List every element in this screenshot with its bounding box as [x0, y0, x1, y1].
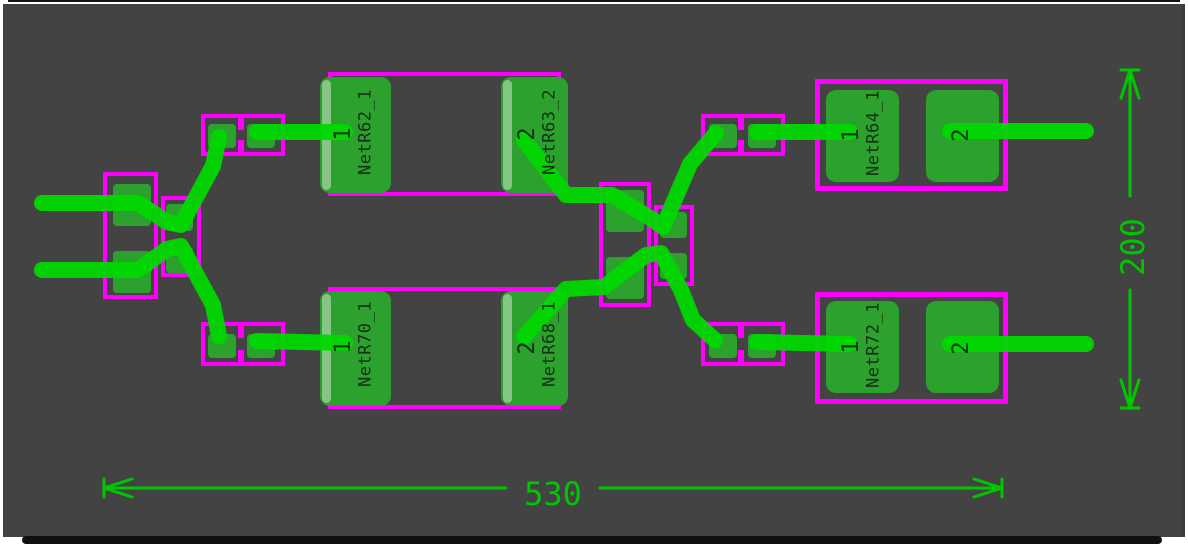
net-label: NetR64_1 [863, 90, 884, 176]
window-bottom-edge [22, 536, 1162, 544]
t1-divider-top [238, 114, 244, 130]
dimension-value-vertical: 200 [1114, 218, 1152, 276]
pad-number: 2 [515, 341, 540, 355]
net-label: NetR68_1 [539, 301, 560, 387]
pad-body-edge [503, 294, 512, 403]
dimension-horizontal[interactable] [102, 477, 1004, 499]
dimension-vertical[interactable] [1119, 68, 1141, 410]
trace-r63-to-t2[interactable] [516, 125, 724, 235]
t2-divider-top [738, 114, 744, 130]
net-label: NetR72_1 [863, 302, 884, 388]
b1-divider-bottom [238, 350, 244, 366]
trace-b2-to-r72[interactable] [749, 334, 858, 352]
pad-number: 1 [839, 340, 864, 354]
canvas-right-edge [1182, 4, 1185, 537]
net-label: NetR62_1 [355, 89, 376, 175]
b2-divider-top [738, 322, 744, 338]
pad-number: 1 [839, 128, 864, 142]
window-top-edge [8, 0, 1180, 2]
trace-b1-to-r70[interactable] [249, 333, 353, 351]
pad-number: 2 [949, 341, 974, 355]
pad-number: 1 [331, 127, 356, 141]
dim-arrowhead-down-icon [1119, 378, 1141, 410]
trace-r68-to-b2[interactable] [516, 245, 723, 348]
mid-component-outline[interactable] [599, 182, 651, 307]
dim-arrowhead-right-icon [972, 477, 1004, 499]
dimension-value-horizontal: 530 [524, 475, 582, 513]
net-label: NetR70_1 [355, 301, 376, 387]
net-label: NetR63_2 [539, 89, 560, 175]
net-tie-left-outline[interactable] [161, 196, 201, 277]
b2-divider-bottom [738, 350, 744, 366]
b1-divider-top [238, 322, 244, 338]
pad-number: 1 [331, 340, 356, 354]
trace-input-bottom[interactable] [34, 238, 227, 344]
pad-number: 2 [949, 128, 974, 142]
pad-body-edge [503, 80, 512, 190]
input-component-outline[interactable] [103, 172, 158, 299]
t1-divider-bottom [238, 140, 244, 156]
pad-number: 2 [515, 127, 540, 141]
pcb-canvas[interactable]: 1 NetR62_1 2 NetR63_2 1 NetR70_1 2 NetR6… [3, 4, 1185, 537]
trace-input-top[interactable] [34, 129, 227, 233]
routing-overlay [34, 68, 1141, 499]
t2-divider-bottom [738, 140, 744, 156]
